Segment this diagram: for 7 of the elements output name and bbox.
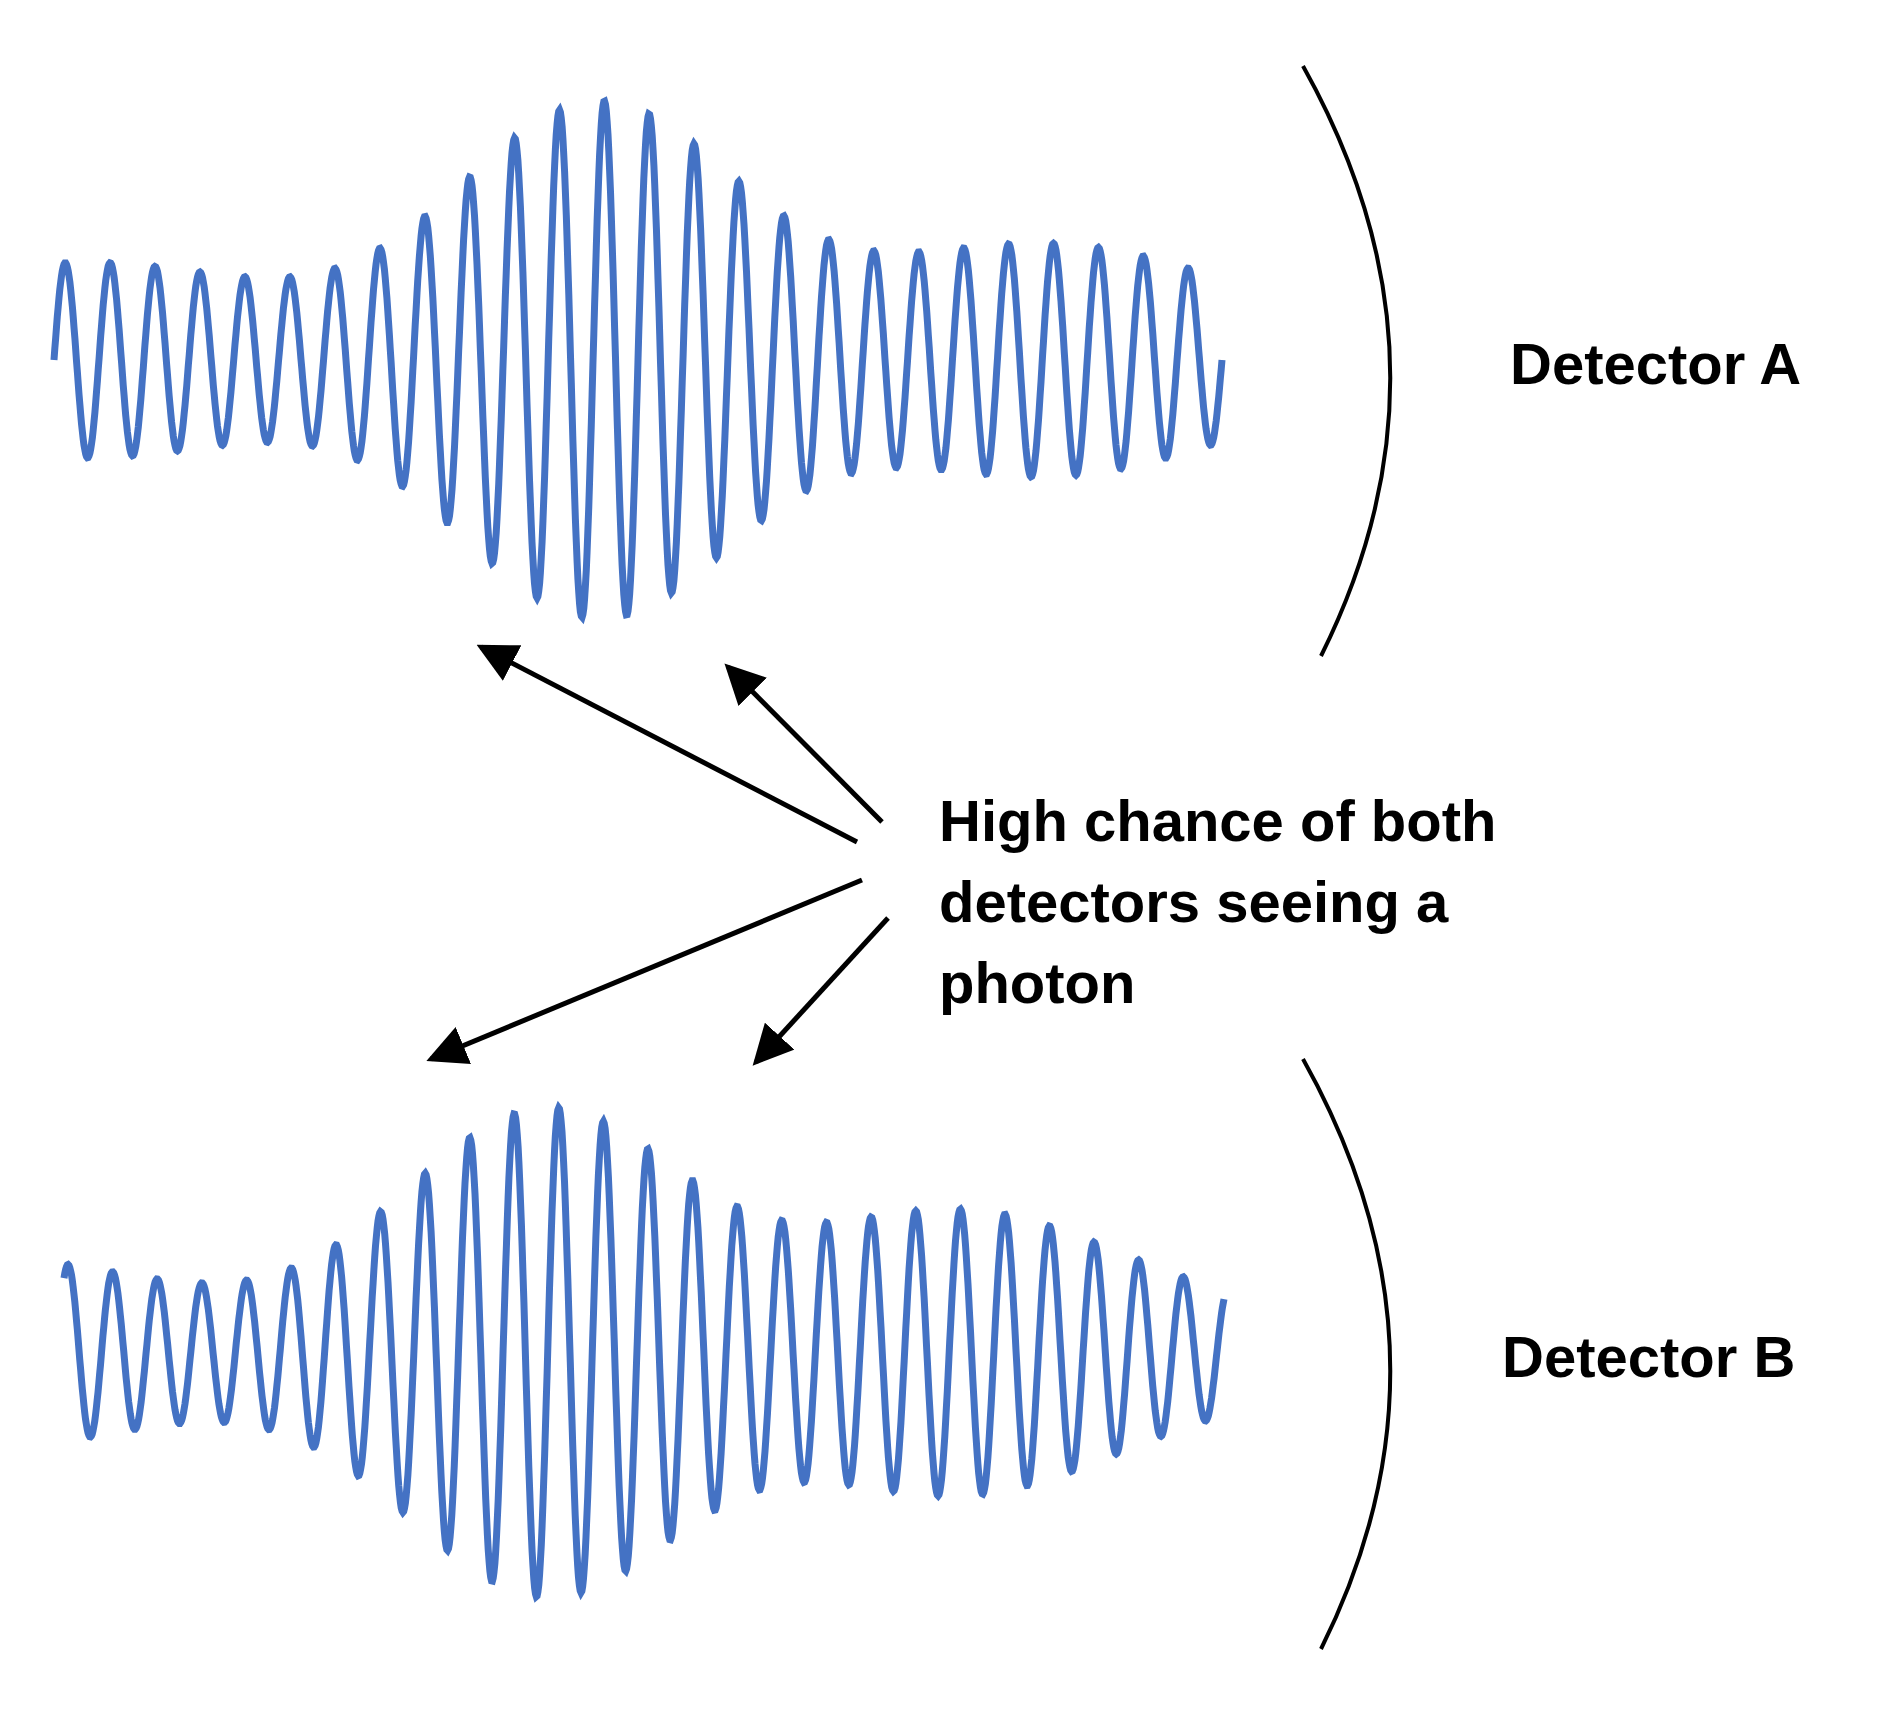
detector-label: Detector A	[1510, 330, 1802, 397]
detector-label: Detector B	[1502, 1323, 1796, 1390]
arrow	[426, 877, 863, 1065]
callout-text: High chance of both detectors seeing a photon	[939, 780, 1659, 1024]
arrow	[752, 916, 890, 1066]
arrow	[476, 644, 859, 845]
arrow	[724, 663, 884, 824]
